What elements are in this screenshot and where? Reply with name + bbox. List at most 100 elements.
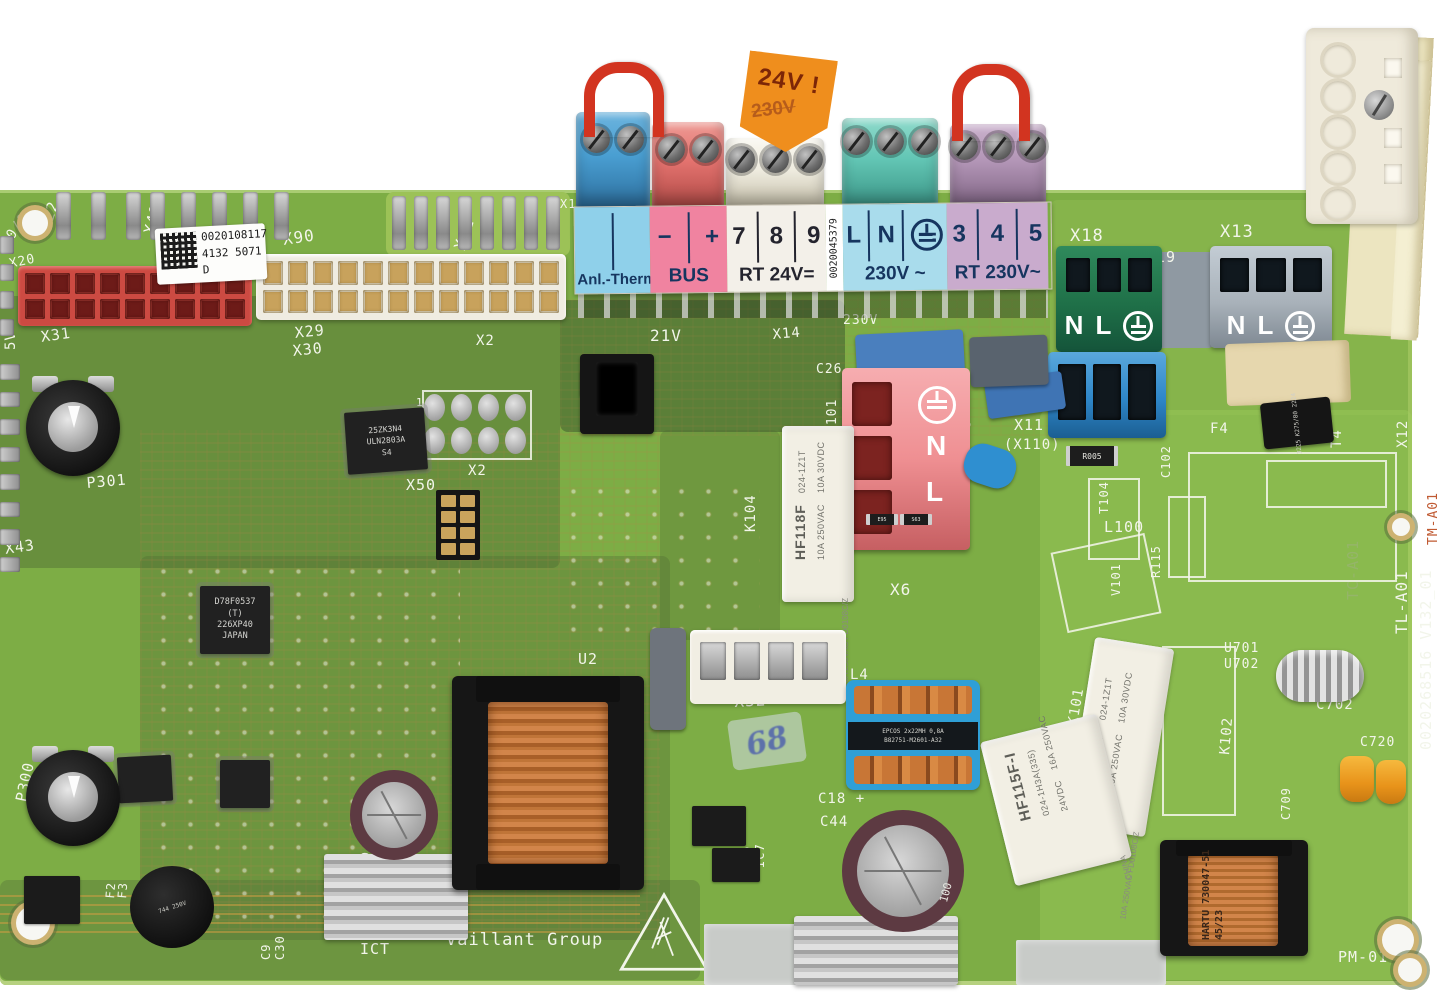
terminal-rt24v[interactable] xyxy=(726,138,824,208)
band-serial-segment: 0020045379 xyxy=(825,204,844,291)
rj-jack-x30[interactable] xyxy=(580,354,654,434)
barcode-label: 0020108117 4132 5071 D xyxy=(154,223,268,285)
heatsink xyxy=(794,916,958,985)
mounting-bracket-beige xyxy=(1224,339,1352,407)
relay-box-gray xyxy=(969,334,1049,388)
soic-chip xyxy=(712,848,760,882)
pin-L: L xyxy=(846,220,862,249)
edge-fingers-x43 xyxy=(0,364,20,572)
inductor-cylinder xyxy=(1276,650,1364,702)
pin-divider xyxy=(868,210,871,262)
connector-x32[interactable] xyxy=(690,630,846,704)
ink-stamp-text: 68 xyxy=(742,718,792,764)
pin-divider xyxy=(977,209,980,261)
mounting-hole xyxy=(1382,924,1414,956)
tantalum-capacitor-orange xyxy=(1340,756,1374,802)
sticker-crossed-230v-text: 230V xyxy=(750,96,797,123)
edge-fingers-top-left xyxy=(0,236,14,336)
silkscreen-label: 0020268516 V132_01 xyxy=(1417,569,1435,750)
capacitor-c18 xyxy=(842,810,964,932)
solder-pads-x41 xyxy=(392,196,560,250)
pin-7: 7 xyxy=(732,222,746,250)
silkscreen-outline xyxy=(1266,460,1387,508)
sticker-24v-text: 24V ! xyxy=(756,63,823,100)
terminal-230v[interactable] xyxy=(842,118,938,208)
silkscreen-outline xyxy=(1162,646,1236,816)
connector-x20-red[interactable] xyxy=(18,266,252,326)
relay-k104-model: HF118F xyxy=(792,504,808,560)
pin-N: N xyxy=(877,220,895,248)
terminal-screw[interactable] xyxy=(727,146,755,173)
terminal-screw[interactable] xyxy=(795,146,823,173)
terminal-screw[interactable] xyxy=(876,128,904,155)
resistor-r005: R005 xyxy=(1066,446,1118,466)
pin-divider xyxy=(793,211,797,263)
x13-l-label: L xyxy=(1257,310,1274,340)
terminal-screw[interactable] xyxy=(691,136,719,163)
silkscreen-outline xyxy=(1188,452,1397,582)
mounting-hole xyxy=(1392,518,1410,536)
band-label-bus: BUS xyxy=(668,265,709,287)
ink-stamp: 68 xyxy=(726,711,808,771)
qfp-chip-elmos xyxy=(220,760,270,808)
jumper-e95: E95 xyxy=(866,514,898,525)
pin-divider xyxy=(901,210,905,262)
transformer-marking: HARTU 730047-51 45/23 xyxy=(1201,849,1225,940)
mounting-hole xyxy=(22,210,48,236)
heatsink xyxy=(324,854,468,940)
terminal-screw[interactable] xyxy=(842,128,870,155)
testpads-x2 xyxy=(424,394,526,454)
jumper-loop-rt230[interactable] xyxy=(952,64,1030,141)
esd-warning-icon xyxy=(618,892,710,971)
pin-divider xyxy=(611,213,614,270)
jumper-loop-anl-therm[interactable] xyxy=(584,62,664,137)
disc-capacitor-marking: 744 250V xyxy=(157,899,187,915)
pin-divider xyxy=(687,212,690,264)
connector-x11-blue[interactable] xyxy=(1048,352,1166,438)
pin-divider xyxy=(756,211,759,263)
connector-x90-white-24pin[interactable] xyxy=(256,254,566,320)
x6-l-label: L xyxy=(926,476,944,507)
connector-top-right-white[interactable] xyxy=(1306,28,1418,224)
tantalum-capacitor-orange xyxy=(1376,760,1406,804)
terminal-solder-pins xyxy=(578,290,1048,318)
header-x50[interactable] xyxy=(436,490,480,560)
capacitor-c15 xyxy=(650,628,686,730)
pin-8: 8 xyxy=(769,221,784,249)
band-segment-anl-therm: Anl.-Therm. xyxy=(574,206,661,294)
choke-marking: B82751-M2601-A32 xyxy=(884,737,942,744)
band-label-rt230: RT 230V~ xyxy=(954,261,1041,284)
earth-icon xyxy=(911,218,944,251)
pin-divider xyxy=(1015,208,1018,260)
terminal-screw[interactable] xyxy=(657,136,685,163)
transformer-u2 xyxy=(452,676,644,890)
earth-icon xyxy=(1123,310,1154,341)
band-serial-number: 0020045379 xyxy=(828,217,841,278)
band-label-anl-therm: Anl.-Therm. xyxy=(577,270,661,288)
connector-x6-pink[interactable]: N L xyxy=(842,368,970,550)
potentiometer-p300[interactable] xyxy=(26,746,120,846)
solder-pads-x22 xyxy=(56,192,141,240)
datamatrix-code xyxy=(159,231,198,270)
x13-n-label: N xyxy=(1226,310,1246,340)
transformer-bottom-right: HARTU 730047-51 45/23 xyxy=(1160,840,1308,956)
earth-icon xyxy=(918,386,956,424)
terminal-screw[interactable] xyxy=(910,128,938,155)
terminal-bus[interactable] xyxy=(652,122,724,208)
pin-9: 9 xyxy=(806,221,821,249)
band-label-230v: 230V ~ xyxy=(864,262,926,285)
potentiometer-p301[interactable] xyxy=(26,376,120,476)
gray-label xyxy=(1016,940,1166,985)
connector-screw[interactable] xyxy=(1364,90,1394,120)
st-transistor xyxy=(24,876,80,924)
mounting-hole xyxy=(1398,958,1422,982)
capacitor-c19 xyxy=(350,770,438,860)
silkscreen-outline xyxy=(1168,496,1206,578)
